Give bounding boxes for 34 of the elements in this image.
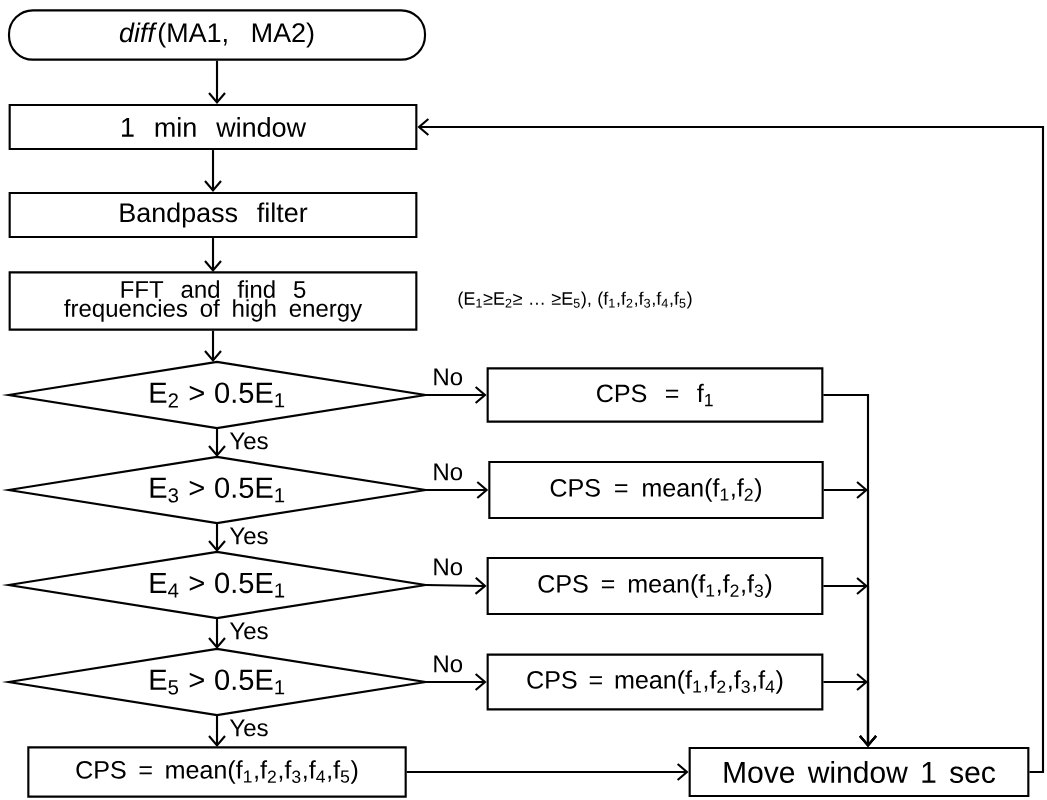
terminal-box: diff(MA1, MA2) [7,9,427,61]
arrow [425,673,487,691]
arrow [204,330,222,362]
arrow [208,60,226,104]
process-box: Move window 1 sec [688,746,1030,798]
arrow [208,428,226,457]
arrow [417,118,1045,774]
arrow [425,386,487,404]
edge-label: No [434,368,463,386]
process-box: 1 min window [8,103,418,151]
process-box: CPS = mean(f$_{1}$,f$_{2}$,f$_{3}$) [486,556,824,616]
process-box: Bandpass filter [8,191,418,239]
arrow [425,481,489,499]
arrow [208,618,226,649]
arrow [823,673,877,747]
edge-label: Yes [229,719,268,737]
edge-label: No [434,558,463,576]
arrow [208,523,226,552]
arrow [425,577,487,595]
edge-label: Yes [229,527,268,545]
edge-label: Yes [229,622,268,640]
process-box: CPS = mean(f$_{1}$,f$_{2}$,f$_{3}$,f$_{4}$) [486,653,824,711]
process-box: CPS = mean(f$_{1}$,f$_{2}$) [488,460,824,520]
edge-label: No [434,655,463,673]
process-box: CPS = f$_{1}$ [486,367,824,423]
arrow [406,763,689,781]
edge-label: Yes [229,432,268,450]
process-box: CPS = mean(f$_{1}$,f$_{2}$,f$_{3}$,f$_{4}$,f$_{5}$) [27,746,407,798]
arrow [204,238,222,272]
process-box: FFT and find 5 frequencies of high energy [8,271,418,331]
arrow [208,715,226,747]
note-text: (E$_{1}$≥E$_{2}$≥ … ≥E$_{5}$), (f$_{1}$,f$_{2}$,f$_{3}$,f$_{4}$,f$_{5}$) [458,291,692,309]
edge-label: No [434,463,463,481]
arrow [204,150,222,192]
